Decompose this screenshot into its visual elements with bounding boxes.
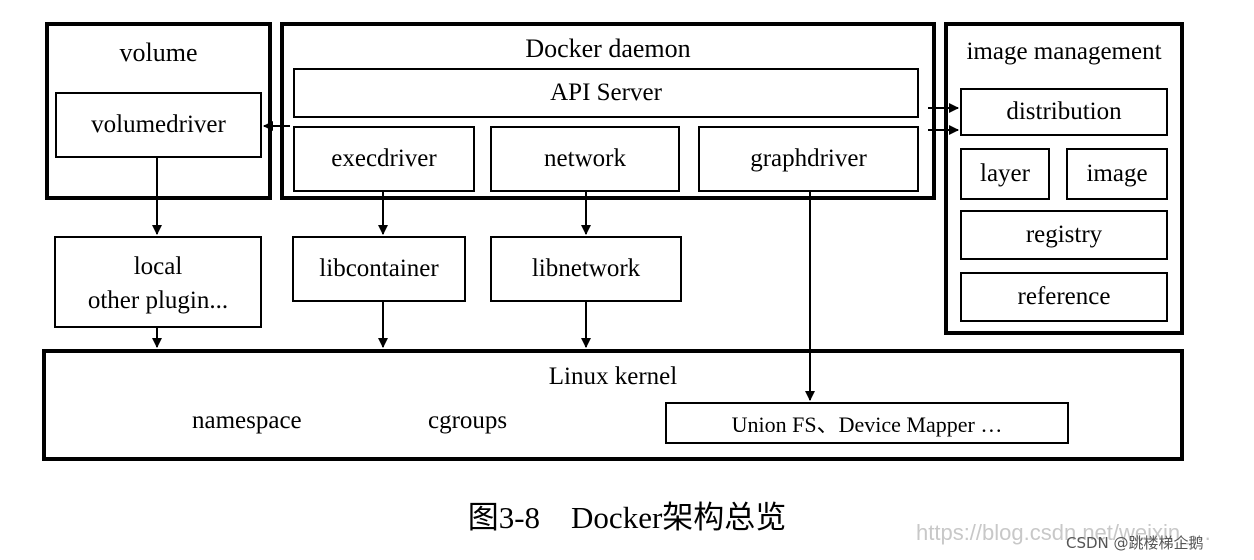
figure-caption: 图3-8 Docker架构总览: [467, 500, 787, 535]
local-plugin-box: local other plugin...: [54, 236, 262, 328]
api-server-box: API Server: [293, 68, 919, 118]
watermark-url: https://blog.csdn.net/weixin_...: [916, 520, 1211, 545]
other-plugin-label: other plugin...: [87, 287, 229, 314]
namespace-label: namespace: [192, 407, 302, 434]
union-fs-box: Union FS、Device Mapper …: [665, 402, 1069, 444]
reference-box: reference: [960, 272, 1168, 322]
reference-label: reference: [1017, 283, 1111, 310]
network-box: network: [490, 126, 680, 192]
graphdriver-label: graphdriver: [750, 145, 867, 172]
image-label: image: [1086, 160, 1148, 187]
api-server-label: API Server: [550, 79, 662, 106]
volumedriver-box: volumedriver: [55, 92, 262, 158]
union-fs-label: Union FS、Device Mapper …: [731, 412, 1003, 437]
distribution-box: distribution: [960, 88, 1168, 136]
libnetwork-label: libnetwork: [531, 255, 641, 282]
execdriver-box: execdriver: [293, 126, 475, 192]
docker-daemon-title: Docker daemon: [525, 34, 691, 63]
libcontainer-box: libcontainer: [292, 236, 466, 302]
distribution-label: distribution: [1006, 98, 1122, 125]
graphdriver-box: graphdriver: [698, 126, 919, 192]
layer-label: layer: [980, 160, 1030, 187]
registry-box: registry: [960, 210, 1168, 260]
csdn-credit: CSDN @跳楼梯企鹅: [1066, 534, 1204, 552]
volumedriver-label: volumedriver: [91, 111, 226, 138]
image-box: image: [1066, 148, 1168, 200]
volume-title: volume: [119, 38, 198, 67]
local-label: local: [133, 253, 183, 280]
network-label: network: [544, 145, 626, 172]
execdriver-label: execdriver: [331, 145, 437, 172]
linux-kernel-title: Linux kernel: [548, 363, 678, 390]
libnetwork-box: libnetwork: [490, 236, 682, 302]
layer-box: layer: [960, 148, 1050, 200]
cgroups-label: cgroups: [428, 407, 508, 434]
registry-label: registry: [1025, 221, 1103, 248]
libcontainer-label: libcontainer: [319, 255, 439, 282]
image-management-title: image management: [966, 38, 1162, 65]
